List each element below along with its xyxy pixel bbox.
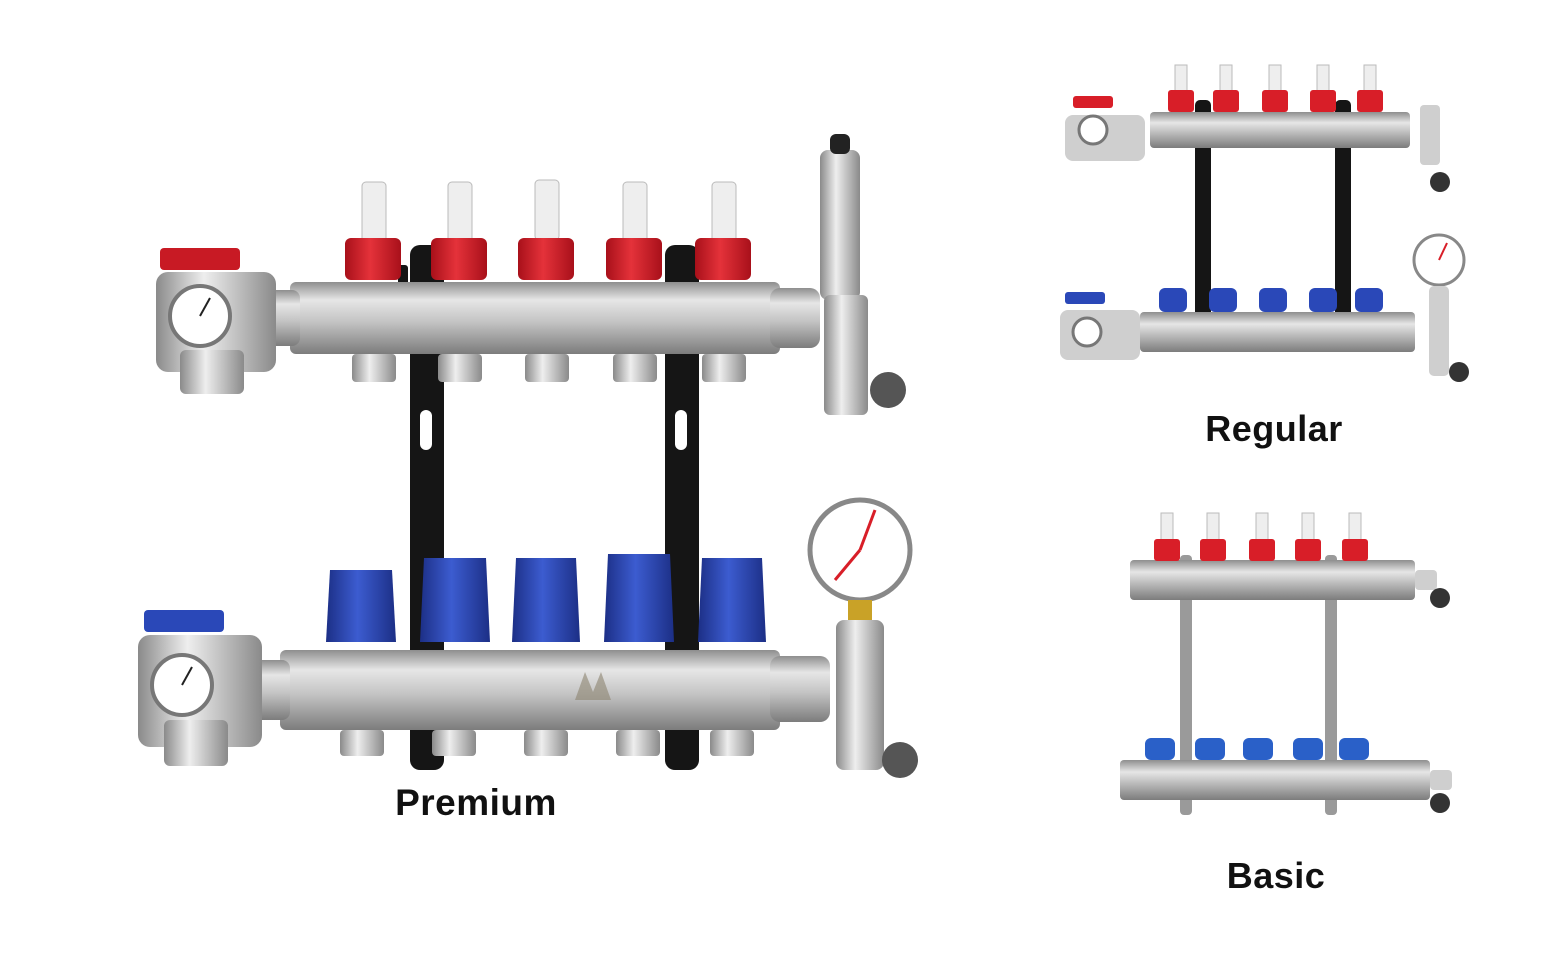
supply-ball-valve bbox=[156, 248, 276, 394]
basic-manifold-image bbox=[1115, 505, 1460, 825]
pressure-gauge bbox=[807, 497, 918, 778]
basic-label: Basic bbox=[1226, 855, 1326, 896]
return-ball-valve bbox=[138, 610, 262, 766]
regular-manifold-image bbox=[1055, 60, 1485, 395]
regular-label: Regular bbox=[1205, 408, 1343, 449]
premium-label: Premium bbox=[395, 782, 557, 823]
premium-manifold-image bbox=[130, 120, 950, 800]
air-vent bbox=[820, 134, 906, 415]
